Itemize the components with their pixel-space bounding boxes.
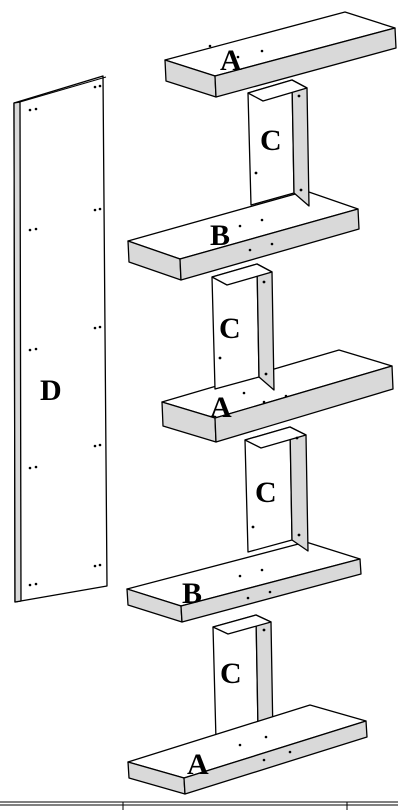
panel-holes (28, 84, 102, 587)
part-label-c-1: C (260, 124, 282, 157)
part-label-c-4: C (220, 657, 242, 690)
part-label-b-upper: B (210, 219, 230, 252)
divider-c-1: C (247, 79, 310, 207)
shelf-a-middle: A (161, 349, 394, 443)
part-label-a-middle: A (210, 391, 232, 424)
shelf-b-upper: B (127, 190, 360, 281)
part-label-c-2: C (219, 312, 241, 345)
part-label-d: D (40, 374, 62, 407)
divider-c-2: C (211, 263, 275, 391)
part-label-c-3: C (255, 476, 277, 509)
shelf-a-top: A (164, 11, 397, 98)
divider-c-3: C (244, 426, 309, 553)
part-label-a-bottom: A (187, 748, 209, 781)
back-panel-d: D (13, 75, 108, 603)
bottom-table-edge (0, 801, 398, 810)
shelf-a-bottom: A (127, 704, 368, 795)
shelf-b-lower: B (126, 541, 362, 623)
divider-c-4: C (212, 614, 274, 741)
part-label-a-top: A (220, 44, 242, 77)
part-label-b-lower: B (182, 577, 202, 610)
